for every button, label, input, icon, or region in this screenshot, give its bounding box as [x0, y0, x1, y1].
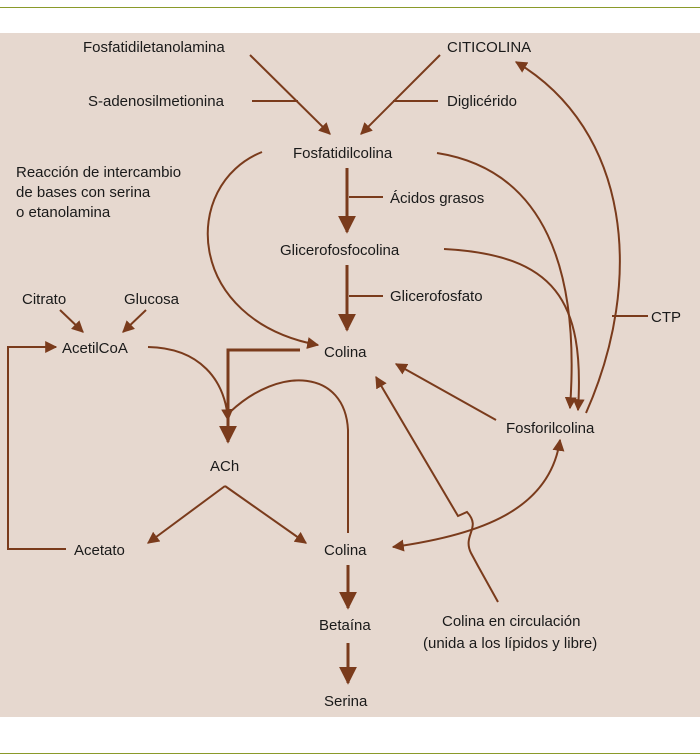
- label-colina-bottom: Colina: [324, 542, 367, 559]
- arrow-fosfatidilcolina-to-fosforilcolina: [436, 152, 577, 410]
- label-acetato: Acetato: [74, 542, 125, 559]
- label-fosforilcolina: Fosforilcolina: [506, 420, 595, 437]
- arrow-ach-to-acetato: [147, 485, 226, 544]
- label-ctp: CTP: [651, 309, 681, 326]
- label-colina-top: Colina: [324, 344, 367, 361]
- label-glicerofosfato: Glicerofosfato: [390, 288, 483, 305]
- arrow-fosforilcolina-to-colina: [394, 363, 497, 421]
- label-acidos-grasos: Ácidos grasos: [390, 190, 484, 207]
- arrow-fosforilcolina-to-citicolina: [514, 61, 621, 414]
- label-diglicerido: Diglicérido: [447, 93, 517, 110]
- arrow-glicerofosfocolina-to-fosforilcolina: [443, 248, 585, 412]
- label-reaccion-intercambio-1: Reacción de intercambio: [16, 164, 181, 181]
- label-serina: Serina: [324, 693, 368, 710]
- line-colina-recycle-loop: [229, 379, 349, 533]
- arrow-glucosa-to-acetilcoa: [122, 309, 147, 333]
- arrow-fosfatidilcolina-to-colina-curve: [206, 151, 320, 349]
- label-s-adenosilmetionina: S-adenosilmetionina: [88, 93, 225, 110]
- label-fosfatidiletanolamina: Fosfatidiletanolamina: [83, 39, 225, 56]
- label-colina-circulacion-2: (unida a los lípidos y libre): [423, 635, 597, 652]
- arrow-citrato-to-acetilcoa: [59, 309, 84, 333]
- label-fosfatidilcolina: Fosfatidilcolina: [293, 145, 393, 162]
- label-ach: ACh: [210, 458, 239, 475]
- arrow-colina-to-ach: [219, 348, 300, 444]
- arrow-colina-fosforilcolina-bidirectional: [391, 438, 565, 552]
- label-acetilcoa: AcetilCoA: [62, 340, 128, 357]
- label-betaina: Betaína: [319, 617, 371, 634]
- top-rule: [0, 7, 700, 8]
- arrow-citicolina-to-fosfatidilcolina: [360, 54, 441, 135]
- label-reaccion-intercambio-2: de bases con serina: [16, 184, 151, 201]
- arrow-fosfatidiletanolamina-to-fosfatidilcolina: [249, 54, 331, 135]
- arrow-ach-to-colina: [224, 485, 307, 544]
- arrow-acetato-to-acetilcoa: [7, 341, 66, 550]
- label-glicerofosfocolina: Glicerofosfocolina: [280, 242, 400, 259]
- arrow-acetilcoa-to-ach: [147, 346, 234, 422]
- label-glucosa: Glucosa: [124, 291, 180, 308]
- bottom-rule: [0, 753, 700, 754]
- label-colina-circulacion-1: Colina en circulación: [442, 613, 580, 630]
- label-citrato: Citrato: [22, 291, 66, 308]
- label-reaccion-intercambio-3: o etanolamina: [16, 204, 111, 221]
- arrow-colina-circulacion-to-colina: [375, 375, 499, 603]
- label-citicolina: CITICOLINA: [447, 39, 531, 56]
